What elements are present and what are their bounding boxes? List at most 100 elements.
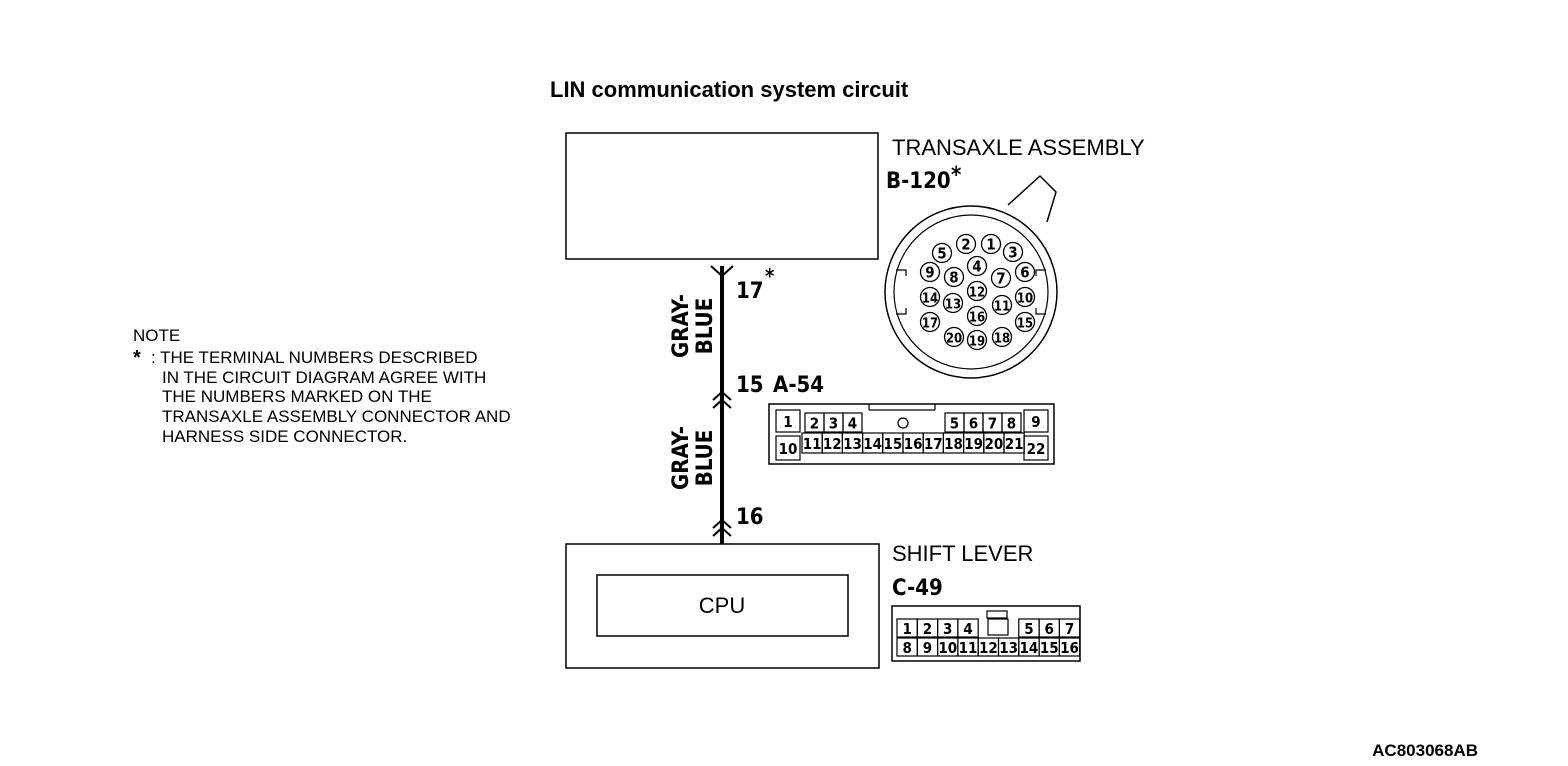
wire-terminal-17-symbol (710, 265, 734, 278)
connector-a54-lock (868, 404, 936, 411)
connector-key-left (896, 269, 907, 315)
connector-inner-ring (893, 214, 1049, 370)
connector-a54-outline (768, 403, 1055, 465)
note-line-2: IN THE CIRCUIT DIAGRAM AGREE WITH (162, 368, 486, 387)
pin-b120-9-label: 9 (925, 264, 934, 282)
pin-a54-10-cell (775, 435, 801, 461)
pin-c49-15-label: 15 (1040, 639, 1059, 657)
pin-a54-22-label: 22 (1027, 440, 1046, 458)
wire-color-lower-line1: GRAY- (669, 426, 694, 490)
pin-a54-8-label: 8 (1007, 415, 1016, 433)
connector-c49-cavity (987, 618, 1009, 636)
pin-a54-5-label: 5 (950, 415, 959, 433)
connector-key-right (1035, 269, 1046, 315)
pin-b120-6-circle (1014, 261, 1036, 283)
pin-b120-20-circle (943, 326, 965, 348)
pin-b120-17-circle (919, 311, 941, 333)
pin-b120-10-circle (1014, 286, 1036, 308)
pin-b120-2-circle (955, 233, 977, 255)
connector-a54-hole (897, 417, 909, 429)
terminal-17-label: 17 (736, 279, 764, 304)
cpu-box (596, 574, 849, 637)
pin-c49-16-cell (1058, 637, 1081, 657)
wire-color-upper-line1: GRAY- (669, 294, 694, 358)
pin-c49-7-cell (1058, 618, 1081, 638)
pin-a54-21-cell (1003, 432, 1025, 454)
pin-a54-21-label: 21 (1005, 435, 1024, 453)
pin-a54-12-label: 12 (823, 435, 842, 453)
pin-b120-1-label: 1 (986, 236, 995, 254)
pin-a54-15-label: 15 (884, 435, 903, 453)
note-heading: NOTE (133, 326, 180, 345)
pin-c49-10-label: 10 (938, 639, 957, 657)
pin-c49-1-label: 1 (902, 620, 911, 638)
pin-b120-19-label: 19 (969, 335, 985, 350)
pin-b120-8-circle (943, 266, 965, 288)
pin-a54-1-cell (775, 409, 801, 433)
pin-c49-3-label: 3 (943, 620, 952, 638)
pin-a54-4-cell (842, 412, 863, 433)
pin-b120-14-circle (919, 286, 941, 308)
pin-a54-9-cell (1023, 409, 1049, 433)
pin-b120-7-label: 7 (996, 270, 1005, 288)
pin-b120-3-label: 3 (1008, 244, 1017, 262)
wire-color-lower: GRAY- BLUE (669, 426, 718, 490)
pin-b120-16-label: 16 (969, 311, 985, 326)
pin-c49-6-label: 6 (1045, 620, 1054, 638)
connector-latch (1007, 174, 1057, 223)
pin-c49-12-label: 12 (979, 639, 998, 657)
wire-color-upper-line2: BLUE (693, 298, 718, 355)
pin-b120-11-label: 11 (994, 300, 1010, 315)
pin-c49-9-label: 9 (923, 639, 932, 657)
pin-b120-2-label: 2 (961, 236, 970, 254)
pin-b120-4-circle (966, 255, 988, 277)
figure-code: AC803068AB (1372, 741, 1478, 760)
note-line-1: : THE TERMINAL NUMBERS DESCRIBED (151, 348, 478, 367)
connector-c49-code: C-49 (892, 576, 943, 601)
pin-b120-5-circle (931, 242, 953, 264)
note-line-5: HARNESS SIDE CONNECTOR. (162, 427, 407, 446)
pin-a54-9-label: 9 (1031, 413, 1040, 431)
pin-c49-16-label: 16 (1060, 639, 1079, 657)
pin-b120-3-circle (1002, 241, 1024, 263)
cpu-label: CPU (699, 593, 745, 618)
diagram-title: LIN communication system circuit (550, 77, 909, 102)
pin-b120-6-label: 6 (1020, 264, 1029, 282)
wire-color-upper: GRAY- BLUE (669, 294, 718, 358)
pin-c49-4-cell (957, 618, 979, 638)
pin-c49-4-label: 4 (963, 620, 972, 638)
pin-a54-4-label: 4 (848, 415, 857, 433)
pin-a54-6-label: 6 (969, 415, 978, 433)
pin-a54-7-label: 7 (988, 415, 997, 433)
pin-b120-16-circle (966, 305, 988, 327)
pin-b120-1-circle (980, 233, 1002, 255)
pin-a54-1-label: 1 (783, 413, 792, 431)
pin-b120-20-label: 20 (946, 332, 962, 347)
wire-connector-a54-symbol (712, 390, 732, 409)
pin-b120-18-circle (991, 326, 1013, 348)
pin-b120-17-label: 17 (922, 317, 938, 332)
pin-b120-12-circle (966, 280, 988, 302)
pin-c49-2-label: 2 (923, 620, 932, 638)
terminal-15-label: 15 (736, 373, 764, 398)
pin-a54-13-label: 13 (843, 435, 862, 453)
transaxle-assembly-label: TRANSAXLE ASSEMBLY (892, 135, 1145, 160)
pin-a54-3-label: 3 (829, 415, 838, 433)
transaxle-assembly-box (565, 132, 879, 260)
pin-c49-5-label: 5 (1024, 620, 1033, 638)
pin-b120-13-label: 13 (945, 298, 961, 313)
terminal-16-label: 16 (736, 505, 764, 530)
pin-a54-18-label: 18 (944, 435, 963, 453)
pin-a54-11-label: 11 (803, 435, 822, 453)
pin-a54-17-label: 17 (924, 435, 943, 453)
pin-b120-18-label: 18 (994, 332, 1010, 347)
wire-terminal-16-symbol (712, 518, 732, 537)
pin-b120-19-circle (966, 329, 988, 351)
